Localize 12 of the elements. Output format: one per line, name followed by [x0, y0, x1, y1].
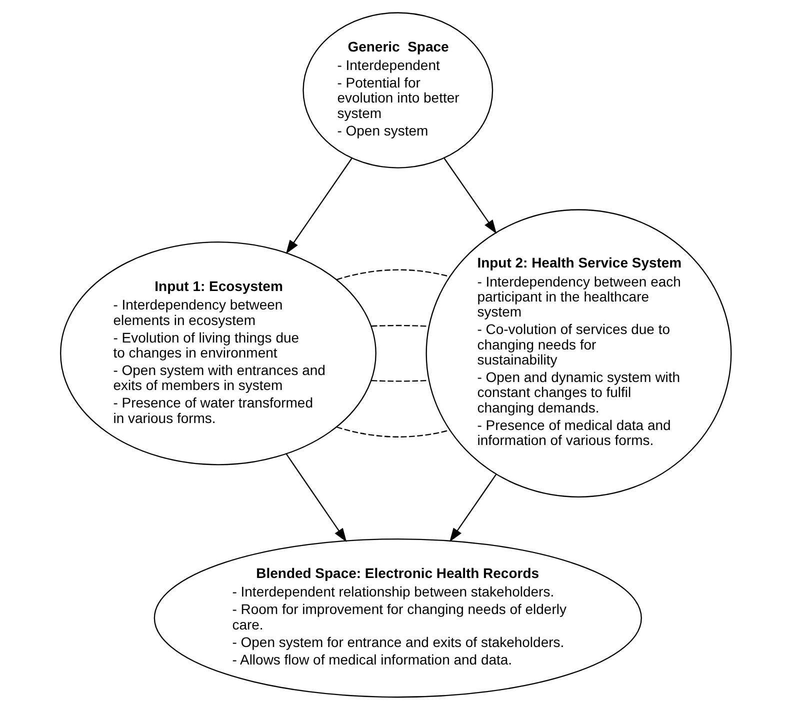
node-circle: Input 2: Health Service System - Interdependency between each participant in the healthcare system - Co-volution of services due to changing needs for sustainability - Open and dynamic system with constant changes to fulfil changing demands. - Presence of medical data and information of various forms. — [426, 209, 732, 498]
arrow — [444, 158, 497, 234]
connector — [336, 426, 450, 438]
arrow — [449, 474, 497, 542]
node-ellipse: Blended Space: Electronic Health Records - Interdependent relationship between stakeholders. - Room for improvement for changing needs of elderly care. - Open system for entrance and exits of stakeholders. - Allows flow of medical information and data. — [154, 538, 642, 698]
node-ellipse: Input 1: Ecosystem - Interdependency between elements in ecosystem - Evolution of living things due to changes in environment - Open system with entrances and exits of members in system - Presence of water transformed in various forms. — [60, 241, 376, 466]
node-ellipse: Generic Space - Interdependent - Potential for evolution into better system - Open system — [302, 12, 494, 168]
arrow — [286, 454, 347, 542]
connector — [336, 269, 450, 280]
connector — [371, 380, 428, 382]
connector — [371, 324, 428, 327]
arrow — [286, 158, 352, 254]
